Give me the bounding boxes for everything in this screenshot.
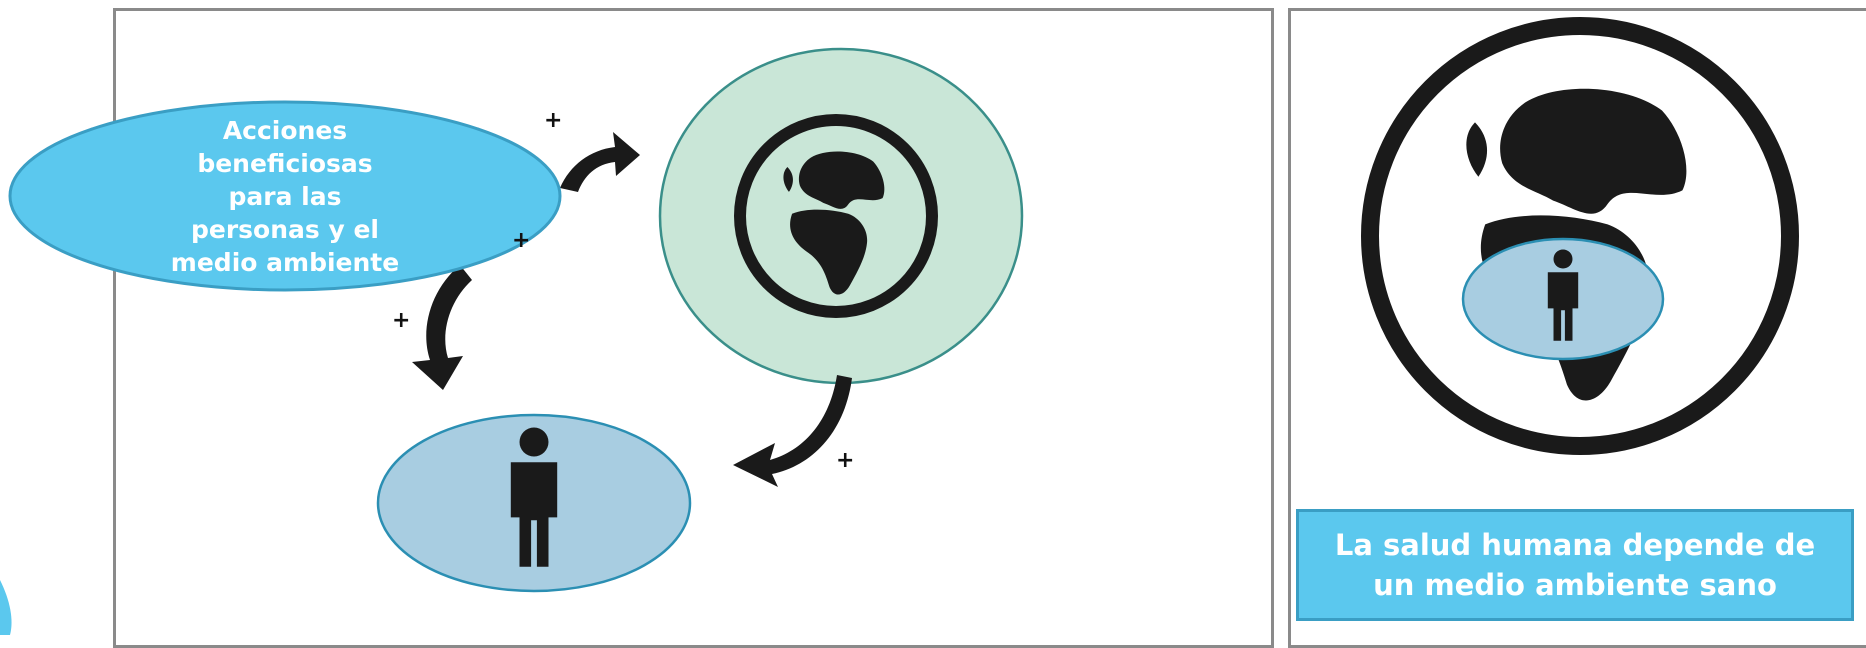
curved-arrow-icon: [412, 132, 852, 487]
caption-text: La salud humana depende de un medio ambi…: [1334, 528, 1816, 602]
actions-bubble: [8, 100, 562, 292]
caption-box: La salud humana depende de un medio ambi…: [1296, 509, 1854, 621]
actions-bubble-label: Acciones beneficiosas para las personas …: [170, 115, 400, 277]
decorative-accent: [0, 580, 12, 635]
plus-sign: +: [836, 448, 855, 473]
globe-icon: [734, 114, 938, 318]
plus-sign: +: [392, 308, 411, 333]
plus-sign: +: [512, 228, 531, 253]
plus-sign: +: [544, 108, 563, 133]
diagram-graphics: [0, 17, 1799, 635]
globe-icon: [1361, 17, 1799, 455]
